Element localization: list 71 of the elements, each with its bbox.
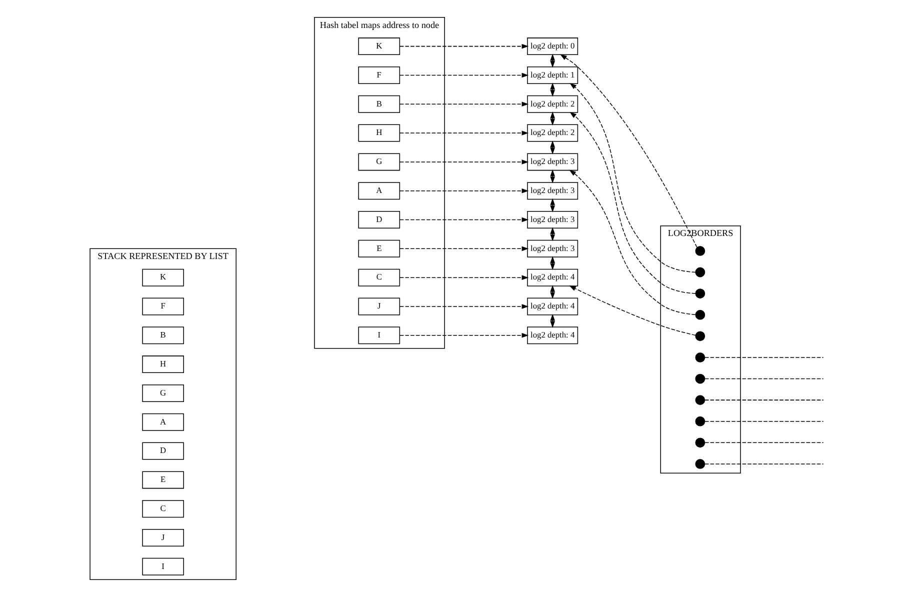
arrow [550, 198, 555, 212]
node-box: D [358, 211, 400, 228]
node-box: B [358, 95, 400, 113]
node-box: F [358, 66, 400, 84]
arrow [400, 275, 529, 280]
node-box: G [142, 384, 184, 402]
node-circle [695, 459, 706, 469]
node-circle [695, 331, 706, 342]
node-circle [695, 374, 706, 384]
node-box: F [142, 298, 184, 316]
arrow [400, 246, 529, 252]
arrow [570, 112, 696, 294]
node-box: log2 depth: 4 [527, 298, 578, 316]
connector [704, 420, 824, 422]
arrow [400, 217, 529, 222]
node-circle [695, 246, 706, 256]
node-circle [695, 288, 706, 298]
node-box: B [142, 326, 184, 344]
node-box: log2 depth: 1 [527, 66, 578, 84]
node-circle [695, 438, 706, 448]
arrow [569, 170, 696, 316]
node-circle [695, 267, 706, 278]
node-circle [695, 310, 706, 320]
node-box: K [358, 38, 400, 56]
node-box: K [142, 268, 184, 286]
connector [704, 378, 824, 380]
node-box: I [142, 558, 184, 576]
arrow [400, 44, 529, 49]
arrow [400, 188, 529, 194]
node-box: C [358, 268, 400, 286]
node-box: log2 depth: 4 [527, 326, 578, 344]
node-box: log2 depth: 3 [527, 211, 578, 228]
node-box: E [358, 240, 400, 258]
node-box: log2 depth: 3 [527, 182, 578, 200]
node-box: A [142, 413, 184, 431]
node-box: G [358, 153, 400, 171]
arrow [400, 333, 529, 338]
node-box: log2 depth: 4 [527, 268, 578, 286]
node-box: log2 depth: 2 [527, 124, 578, 142]
arrow [400, 304, 529, 309]
node-box: J [142, 529, 184, 546]
node-box: C [142, 500, 184, 518]
node-box: J [358, 298, 400, 316]
arrow [550, 82, 555, 97]
node-box: log2 depth: 0 [527, 38, 578, 56]
cluster: LOG2BORDERS [660, 225, 741, 474]
arrow [400, 72, 529, 78]
node-box: log2 depth: 2 [527, 95, 578, 113]
node-circle [695, 395, 706, 405]
arrow [550, 54, 555, 68]
node-box: E [142, 471, 184, 489]
arrow [400, 102, 529, 107]
arrow [400, 160, 529, 164]
node-circle [695, 416, 706, 426]
node-box: H [358, 124, 400, 142]
arrow [550, 256, 555, 270]
node-box: D [142, 442, 184, 460]
arrow [569, 286, 696, 336]
arrow [550, 169, 555, 184]
node-box: I [358, 326, 400, 344]
arrow [550, 227, 555, 242]
node-box: H [142, 356, 184, 374]
node-box: log2 depth: 3 [527, 153, 578, 171]
arrow [570, 82, 696, 273]
connector [704, 442, 824, 444]
node-box: log2 depth: 3 [527, 240, 578, 258]
arrow [400, 130, 529, 136]
arrow [560, 54, 698, 248]
node-box: A [358, 182, 400, 200]
node-circle [695, 352, 706, 362]
connector [704, 357, 824, 358]
